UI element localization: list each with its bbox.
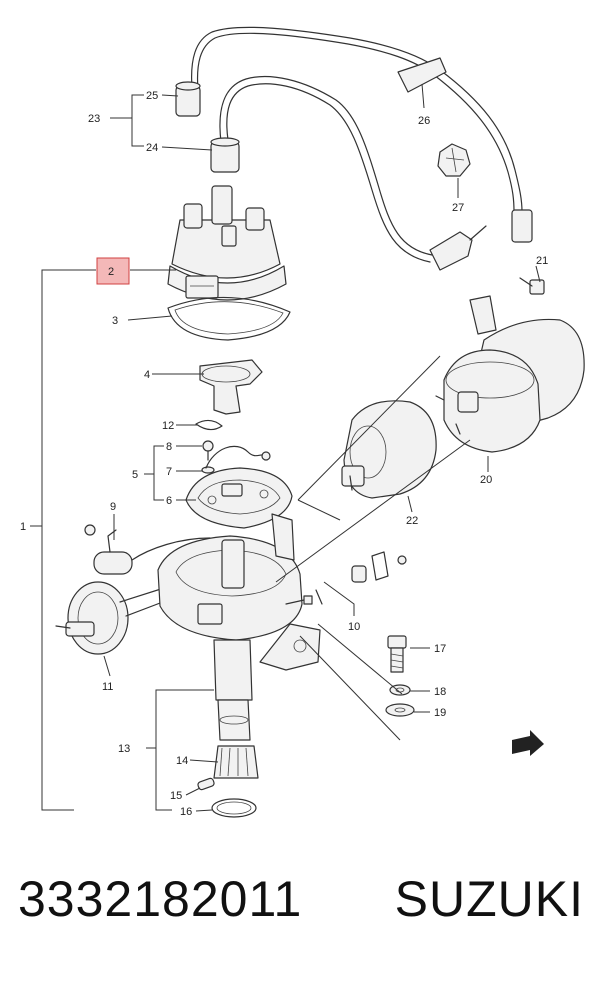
cable-clip-26-icon xyxy=(397,57,447,93)
callout-11: 11 xyxy=(102,681,113,693)
callout-3: 3 xyxy=(112,315,118,327)
part-number: 3332182011 xyxy=(18,871,303,927)
guide-line xyxy=(297,355,441,501)
callout-2-highlight xyxy=(96,257,130,285)
rotor xyxy=(199,359,263,415)
callout-7: 7 xyxy=(166,466,172,478)
callout-25: 25 xyxy=(146,90,158,102)
washer-7-icon xyxy=(201,466,215,474)
parts-set-10 xyxy=(285,551,407,605)
callout-19: 19 xyxy=(434,707,446,719)
guide-line xyxy=(317,623,403,695)
callout-23: 23 xyxy=(88,113,100,125)
callout-15: 15 xyxy=(170,790,182,802)
guide-line xyxy=(299,635,401,741)
exploded-parts-diagram: 1 2 3 4 5 6 7 8 9 10 11 12 13 14 15 16 1… xyxy=(20,26,585,818)
callout-27: 27 xyxy=(452,202,464,214)
callout-14: 14 xyxy=(176,755,188,767)
callout-labels: 1 2 3 4 5 6 7 8 9 10 11 12 13 14 15 16 1… xyxy=(20,90,548,818)
cable-clamp-27-icon xyxy=(437,143,471,177)
callout-21: 21 xyxy=(536,255,548,267)
gear-pin-icon xyxy=(197,777,215,791)
bolt-17-icon xyxy=(387,635,407,673)
callout-8: 8 xyxy=(166,441,172,453)
vacuum-advance-unit xyxy=(55,581,169,655)
distributor-cap xyxy=(167,185,287,301)
distributor-housing xyxy=(157,513,321,741)
callout-10: 10 xyxy=(348,621,360,633)
cap-seal-ring xyxy=(167,296,291,341)
callout-18: 18 xyxy=(434,686,446,698)
callout-26: 26 xyxy=(418,115,430,127)
callout-13: 13 xyxy=(118,743,130,755)
callout-17: 17 xyxy=(434,643,446,655)
ignition-coil xyxy=(435,295,585,453)
coil-bolt-21-icon xyxy=(519,277,545,295)
cable-end-boot-coil xyxy=(511,209,533,243)
coil-cover xyxy=(341,400,437,499)
o-ring-16 xyxy=(211,798,257,818)
callout-9: 9 xyxy=(110,501,116,513)
leader-lines xyxy=(30,94,541,812)
clip-12-icon xyxy=(195,419,223,431)
callout-12: 12 xyxy=(162,420,174,432)
callout-6: 6 xyxy=(166,495,172,507)
callout-24: 24 xyxy=(146,142,158,154)
callout-2: 2 xyxy=(108,266,114,278)
brand-name: SUZUKI xyxy=(394,871,584,927)
lock-washer-18-icon xyxy=(389,684,411,696)
breaker-plate-assembly xyxy=(185,445,293,529)
callout-1: 1 xyxy=(20,521,26,533)
part-footer: 3332182011 SUZUKI xyxy=(0,870,600,980)
condenser xyxy=(84,524,211,575)
drive-gear xyxy=(213,745,259,779)
front-arrow-icon xyxy=(512,730,544,756)
screw-8-icon xyxy=(202,440,214,461)
callout-22: 22 xyxy=(406,515,418,527)
callout-4: 4 xyxy=(144,369,150,381)
guide-line xyxy=(275,439,471,583)
guide-line xyxy=(297,499,341,521)
washer-19-icon xyxy=(385,703,415,717)
callout-16: 16 xyxy=(180,806,192,818)
coil-boot-cable xyxy=(429,231,473,271)
ignition-cable-assembly xyxy=(175,26,533,271)
callout-5: 5 xyxy=(132,469,138,481)
callout-20: 20 xyxy=(480,474,492,486)
